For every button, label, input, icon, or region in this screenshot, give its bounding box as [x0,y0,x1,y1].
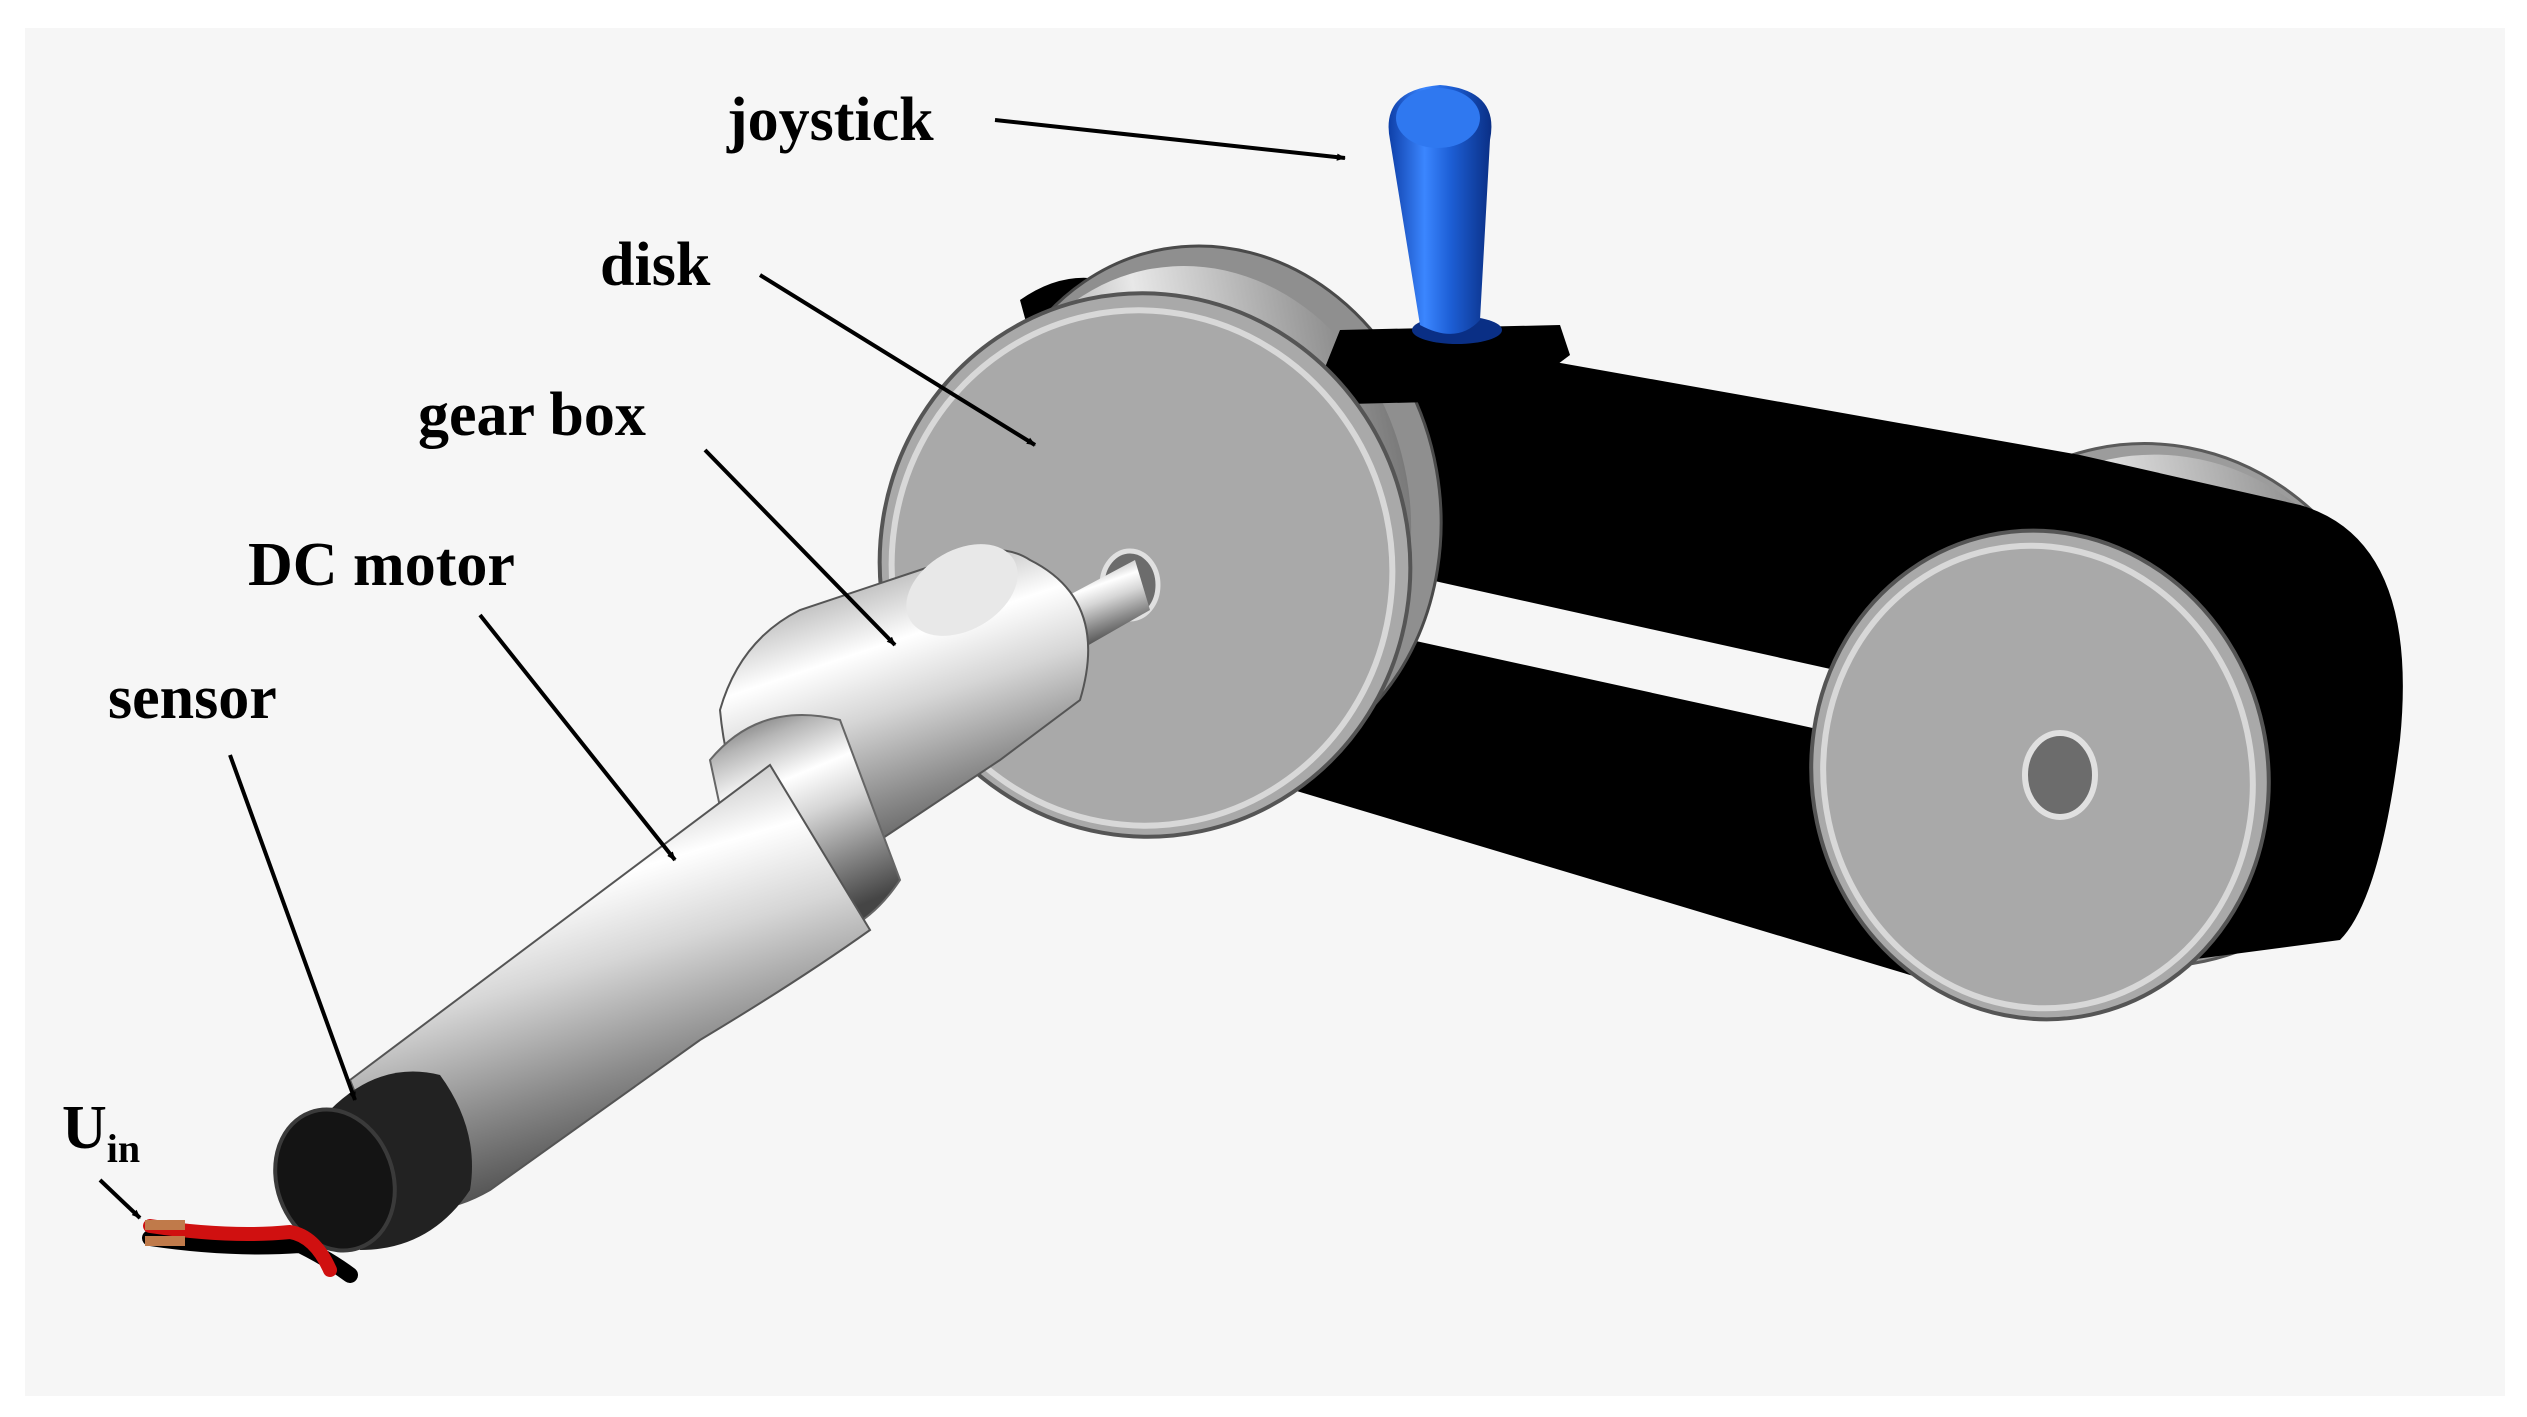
sensor-cap [273,1071,472,1253]
label-joystick: joystick [726,86,934,154]
label-gearbox: gear box [418,381,646,449]
label-sensor: sensor [108,664,277,732]
motor-assembly [273,544,1150,1253]
label-disk: disk [600,231,711,299]
gearbox-leader [703,448,897,647]
joystick-leader [994,118,1346,161]
input-wires [142,1219,358,1283]
right-disk [1809,528,2271,1022]
dcmotor-leader [478,613,677,862]
disk-leader [758,273,1037,447]
label-uin-main: U [62,1094,107,1162]
label-uin: Uin [62,1094,140,1171]
label-uin-sub: in [107,1126,140,1171]
sensor-leader [228,754,357,1101]
uin-leader [98,1178,142,1220]
joystick [1388,85,1502,344]
label-dcmotor: DC motor [248,531,515,599]
joystick-mount [1310,325,1570,405]
